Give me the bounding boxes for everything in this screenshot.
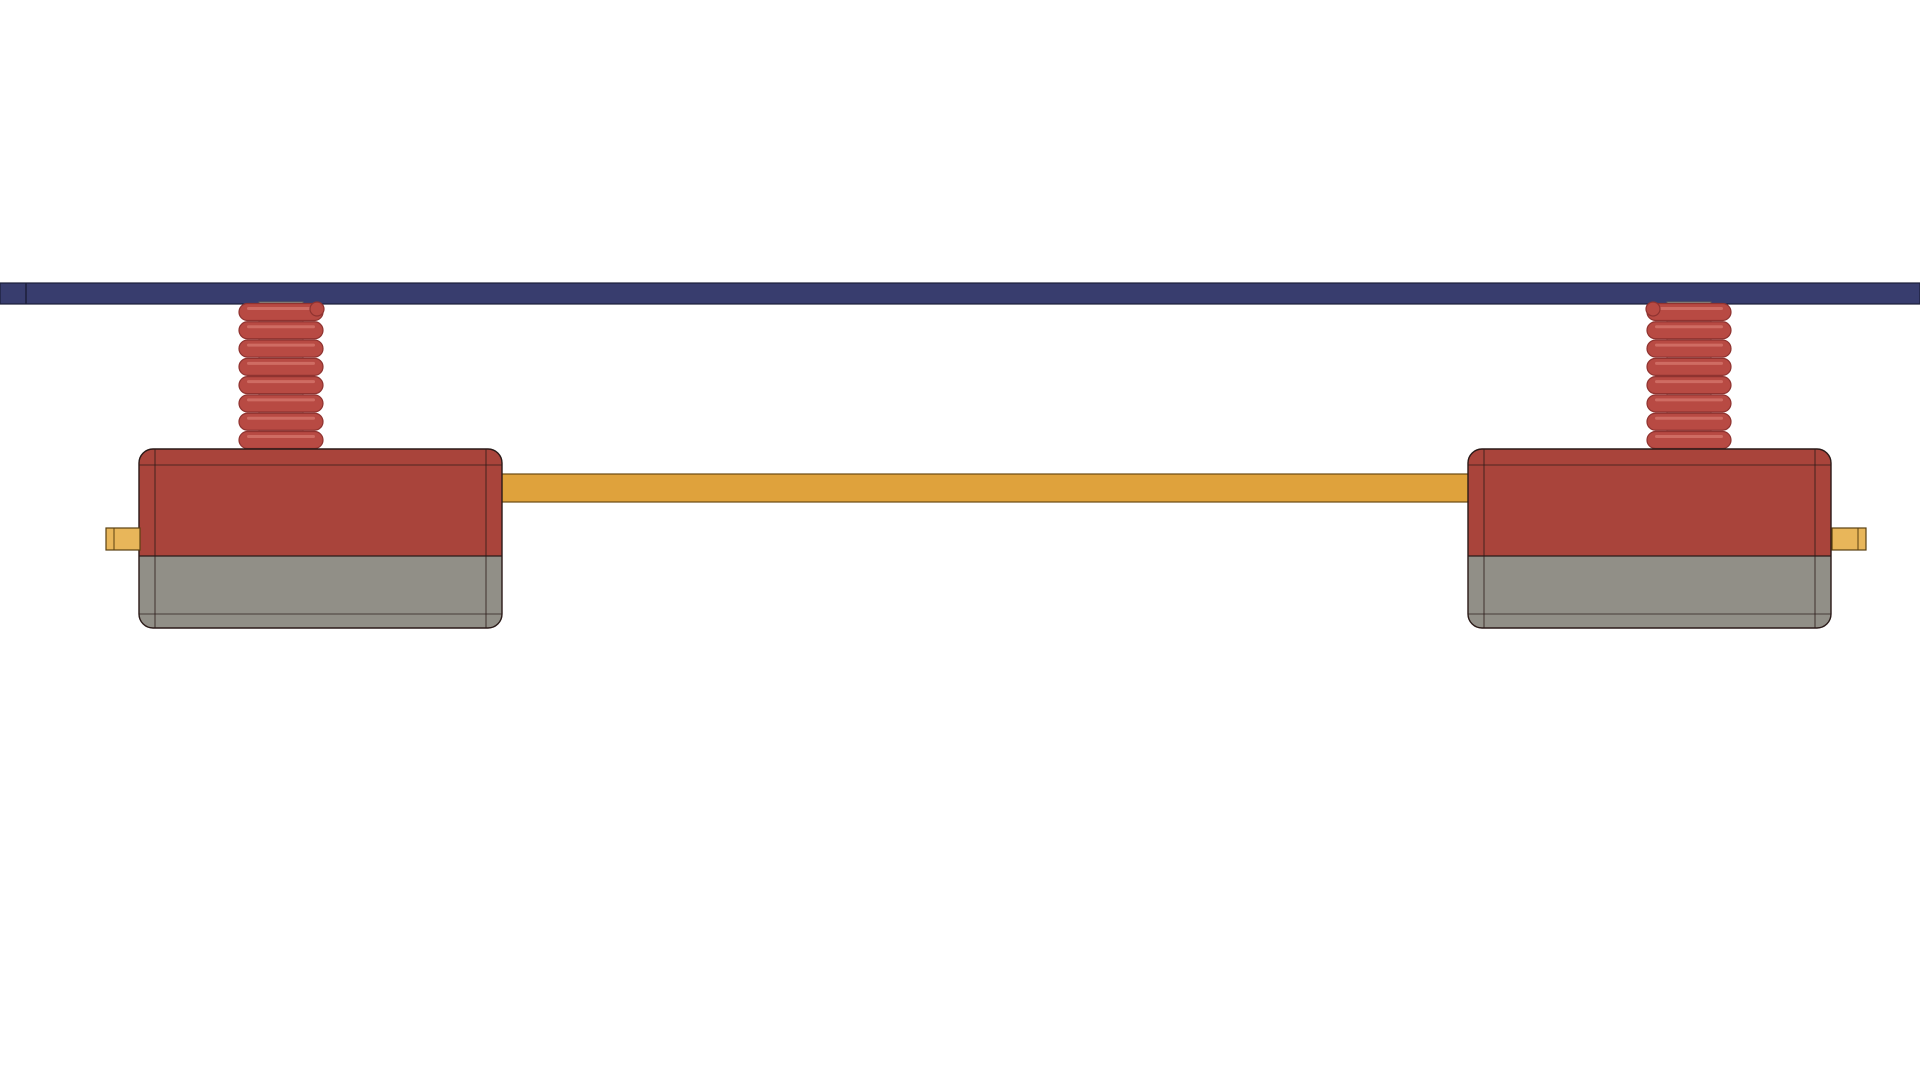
- spring-coil: [1646, 376, 1732, 395]
- connecting-rod[interactable]: [499, 473, 1471, 503]
- spring-coil: [1646, 394, 1732, 413]
- spring-coil: [238, 430, 324, 450]
- block-upper: [1468, 449, 1831, 556]
- carrier-block-right[interactable]: [1467, 448, 1832, 629]
- end-stub-right[interactable]: [1831, 527, 1867, 551]
- spring-coil: [238, 376, 324, 395]
- spring-left[interactable]: [238, 301, 325, 451]
- spring-coil: [1646, 412, 1732, 431]
- spring-coil: [238, 302, 324, 322]
- spring-cap: [1645, 301, 1661, 317]
- carrier-block-left[interactable]: [138, 448, 503, 629]
- spring-coil: [1646, 321, 1732, 340]
- spring-coil: [238, 412, 324, 431]
- spring-coil: [238, 339, 324, 358]
- end-stub-left[interactable]: [105, 527, 141, 551]
- spring-right[interactable]: [1645, 301, 1732, 451]
- block-lower: [1468, 556, 1831, 628]
- spring-cap: [309, 301, 325, 317]
- spring-coil: [1646, 339, 1732, 358]
- spring-coil: [1646, 357, 1732, 376]
- spring-coil: [238, 321, 324, 340]
- spring-coil: [1646, 430, 1732, 450]
- block-upper: [139, 449, 502, 556]
- spring-coil: [238, 394, 324, 413]
- spring-coil: [238, 357, 324, 376]
- top-plate[interactable]: [0, 282, 1920, 305]
- block-lower: [139, 556, 502, 628]
